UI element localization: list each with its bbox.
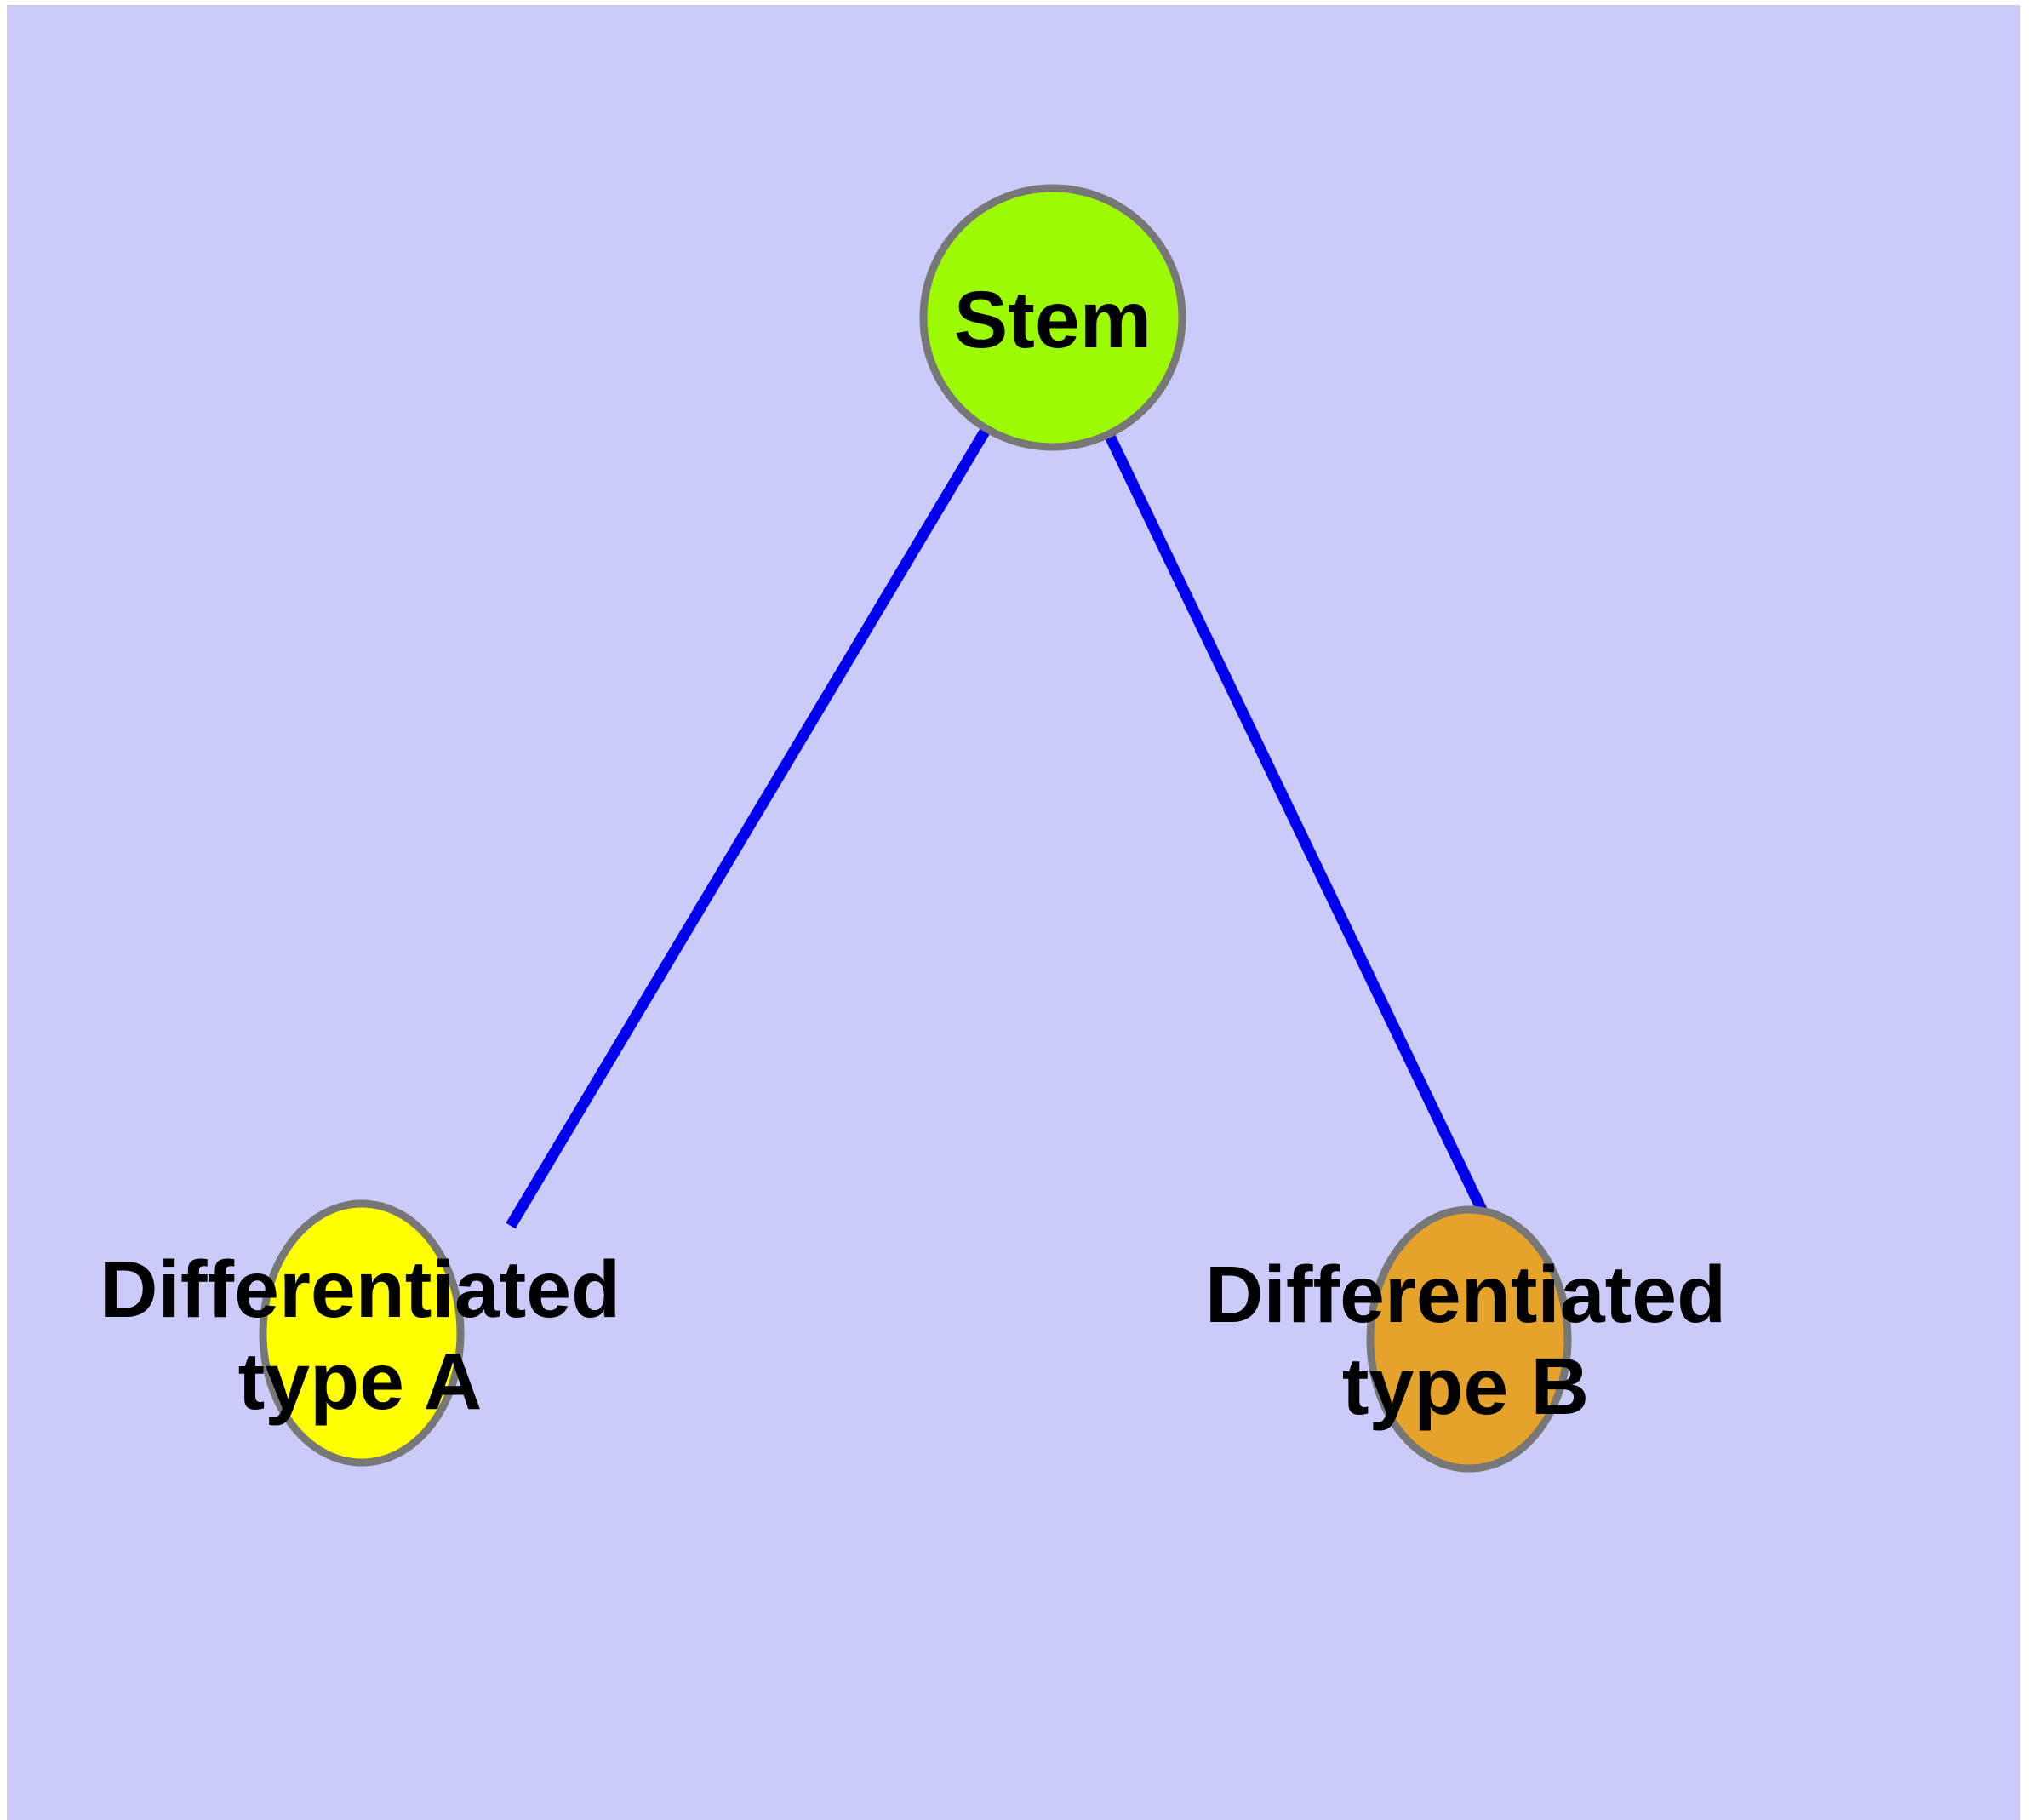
node-stem[interactable] <box>919 184 1186 451</box>
node-label-line: Stem <box>954 275 1152 365</box>
edge-stem-to-differentiated-type-a[interactable] <box>506 314 1058 1229</box>
node-differentiated-type-a[interactable] <box>259 1199 465 1467</box>
edge-stem-to-differentiated-type-b[interactable] <box>1048 315 1495 1228</box>
node-label-line: Differentiated <box>1205 1250 1726 1340</box>
node-differentiated-type-b-ellipse[interactable] <box>1366 1205 1572 1473</box>
node-label-line: type B <box>1342 1342 1589 1432</box>
node-stem-label: Stem <box>954 275 1152 365</box>
node-differentiated-type-a-ellipse[interactable] <box>259 1199 465 1467</box>
node-stem-circle[interactable] <box>919 184 1186 451</box>
node-differentiated-type-b[interactable] <box>1366 1205 1572 1473</box>
nodes-layer <box>259 184 1572 1473</box>
node-label-line: type A <box>238 1336 483 1427</box>
edges-layer <box>506 314 1495 1229</box>
node-label-line: Differentiated <box>100 1245 620 1335</box>
